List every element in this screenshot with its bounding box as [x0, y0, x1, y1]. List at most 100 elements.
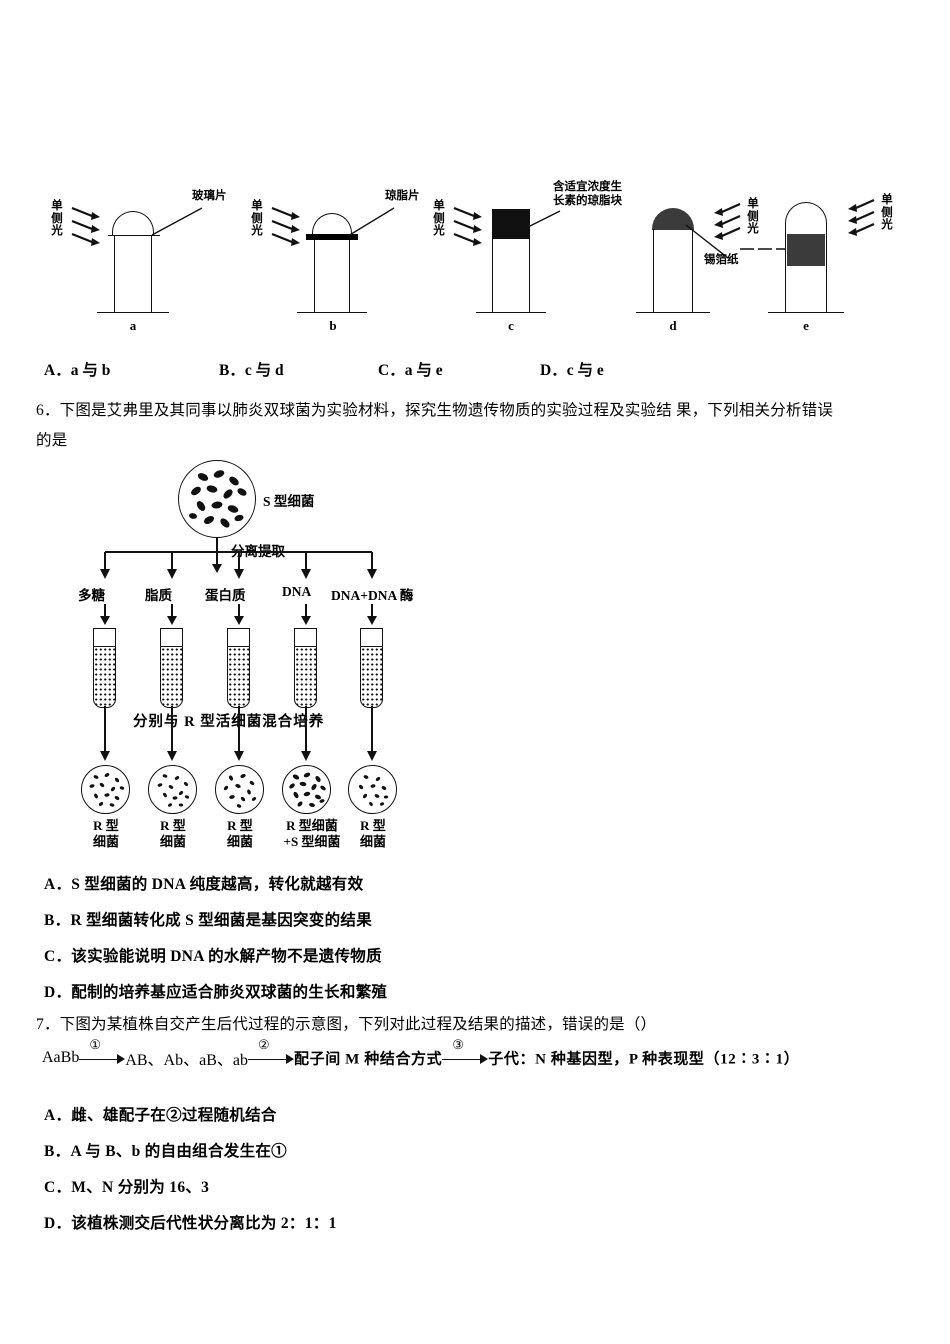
question6-line1: 6．下图是艾弗里及其同事以肺炎双球菌为实验材料，探究生物遗传物质的实验过程及实验… — [36, 396, 833, 426]
formula-step-1-label: ① — [89, 1037, 101, 1052]
caption-c: c — [508, 318, 514, 333]
result-dish-2 — [148, 765, 197, 814]
question6-option-c-key: C． — [44, 948, 72, 965]
test-tube-3-liquid — [228, 646, 249, 707]
fig1-option-d-text: c 与 e — [566, 362, 604, 379]
formula-gametes: AB、Ab、aB、ab — [125, 1052, 248, 1069]
auxin-agar-block-c — [492, 209, 530, 239]
question6-option-a[interactable]: A．S 型细菌的 DNA 纯度越高，转化就越有效 — [44, 872, 363, 894]
test-tube-3 — [227, 628, 250, 708]
question6-option-b-key: B． — [44, 912, 71, 929]
leader-line-d — [685, 224, 729, 259]
question6-line2: 的是 — [36, 432, 68, 449]
test-tube-1-liquid — [94, 646, 115, 707]
question6-option-d[interactable]: D．配制的培养基应适合肺炎双球菌的生长和繁殖 — [44, 980, 387, 1002]
fig1-option-c[interactable]: C．a 与 e — [378, 358, 443, 380]
figure-avery-experiment: S 型细菌 分离提取 多糖 — [35, 458, 505, 858]
leader-line-b — [347, 207, 395, 237]
result-label-2-line2: 细菌 — [159, 834, 186, 849]
glass-slide-a — [108, 235, 160, 236]
fig1-option-d-key: D． — [540, 362, 567, 379]
question7-option-b-text: A 与 B、b 的自由组合发生在① — [70, 1143, 287, 1160]
light-rays-icon-e — [848, 198, 875, 236]
coleoptile-stem-c — [492, 239, 530, 312]
fig1-option-b-text: c 与 d — [244, 362, 284, 379]
result-label-1: R 型 细菌 — [75, 818, 137, 850]
fig1-option-d[interactable]: D．c 与 e — [540, 358, 604, 380]
question7-option-c-key: C． — [44, 1179, 72, 1196]
fig1-option-a-text: a 与 b — [70, 362, 111, 379]
result-dish-4-colonies — [289, 772, 326, 807]
fraction-distribution-connector — [100, 551, 377, 579]
test-tube-2-liquid — [161, 646, 182, 707]
question7-option-b-key: B． — [44, 1143, 71, 1160]
result-label-5-line1: R 型 — [360, 818, 386, 833]
question7-option-a-key: A． — [44, 1107, 72, 1124]
result-dish-3-colonies — [223, 773, 257, 808]
light-rays-icon-d — [714, 202, 741, 240]
result-dish-2-colonies — [157, 774, 190, 807]
unilateral-light-label-a: 单侧光 — [51, 200, 63, 237]
question6-number: 6． — [36, 402, 60, 419]
formula-step-2-label: ② — [258, 1037, 270, 1052]
caption-d: d — [669, 318, 677, 333]
result-label-4-line2: +S 型细菌 — [283, 834, 341, 849]
fraction-label-dna-dnase: DNA+DNA 酶 — [331, 588, 414, 603]
fraction-label-dna: DNA — [282, 584, 312, 599]
result-dish-4 — [282, 765, 331, 814]
agar-slice-b — [306, 234, 358, 240]
question6-stem: 下图是艾弗里及其同事以肺炎双球菌为实验材料，探究生物遗传物质的实验过程及实验结 … — [59, 402, 834, 419]
coleoptile-stem-d — [653, 229, 693, 312]
question6-option-b[interactable]: B．R 型细菌转化成 S 型细菌是基因突变的结果 — [44, 908, 372, 930]
test-tube-2 — [160, 628, 183, 708]
caption-e: e — [803, 318, 809, 333]
fraction-label-protein: 蛋白质 — [205, 588, 246, 603]
result-label-5-line2: 细菌 — [359, 834, 386, 849]
formula-offspring: 子代：N 种基因型，P 种表现型（12∶3∶1） — [488, 1051, 800, 1068]
coleoptile-tip-e — [785, 202, 827, 228]
s-type-colony — [178, 460, 256, 538]
unilateral-light-label-d: 单侧光 — [747, 198, 759, 235]
test-tube-4 — [294, 628, 317, 708]
coleoptile-stem-e — [785, 228, 827, 312]
formula-combination: 配子间 M 种结合方式 — [294, 1051, 443, 1068]
tin-foil-band-e — [787, 234, 825, 266]
coleoptile-tip-a — [112, 211, 154, 236]
question7-option-a[interactable]: A．雌、雄配子在②过程随机结合 — [44, 1103, 277, 1125]
fig1-option-c-key: C． — [378, 362, 405, 379]
question7-option-c[interactable]: C．M、N 分别为 16、3 — [44, 1175, 209, 1197]
result-label-5: R 型 细菌 — [342, 818, 404, 850]
question6-option-b-text: R 型细菌转化成 S 型细菌是基因突变的结果 — [70, 912, 372, 929]
s-type-bacteria-dots — [189, 470, 247, 528]
fig1-option-b-key: B． — [219, 362, 245, 379]
mixed-culture-label: 分别与 R 型活细菌混合培养 — [133, 714, 325, 730]
unilateral-light-label-c: 单侧光 — [433, 200, 445, 237]
caption-a: a — [129, 318, 137, 333]
leader-line-c — [527, 210, 561, 228]
coleoptile-stem-b — [314, 240, 350, 312]
coleoptile-stem-a — [114, 236, 152, 312]
question6-option-c[interactable]: C．该实验能说明 DNA 的水解产物不是遗传物质 — [44, 944, 382, 966]
figure-coleoptile-experiment: 单侧光 玻璃片 a 单侧光 — [40, 181, 893, 347]
test-tube-4-liquid — [295, 646, 316, 707]
tin-foil-label-d: 锡箔纸 — [704, 254, 739, 266]
question7-option-b[interactable]: B．A 与 B、b 的自由组合发生在① — [44, 1139, 287, 1161]
light-rays-icon-c — [453, 206, 482, 246]
fig1-option-b[interactable]: B．c 与 d — [219, 358, 284, 380]
result-label-4: R 型细菌 +S 型细菌 — [266, 818, 358, 850]
question7-line1: 7．下图为某植株自交产生后代过程的示意图，下列对此过程及结果的描述，错误的是（） — [36, 1010, 656, 1040]
question7-option-d[interactable]: D．该植株测交后代性状分离比为 2：1：1 — [44, 1211, 337, 1233]
test-tube-5 — [360, 628, 383, 708]
fig1-option-c-text: a 与 e — [404, 362, 443, 379]
formula-step-3-label: ③ — [452, 1037, 464, 1052]
s-type-colony-label: S 型细菌 — [263, 494, 315, 509]
question7-option-d-key: D． — [44, 1215, 72, 1232]
fig1-option-a-key: A． — [44, 362, 71, 379]
question7-option-c-text: M、N 分别为 16、3 — [71, 1179, 210, 1196]
tube-to-dish-arrows — [100, 706, 377, 761]
ground-line-e — [768, 312, 844, 313]
light-rays-icon-a — [71, 206, 100, 246]
question6-option-a-key: A． — [44, 876, 72, 893]
fig1-option-a[interactable]: A．a 与 b — [44, 358, 110, 380]
